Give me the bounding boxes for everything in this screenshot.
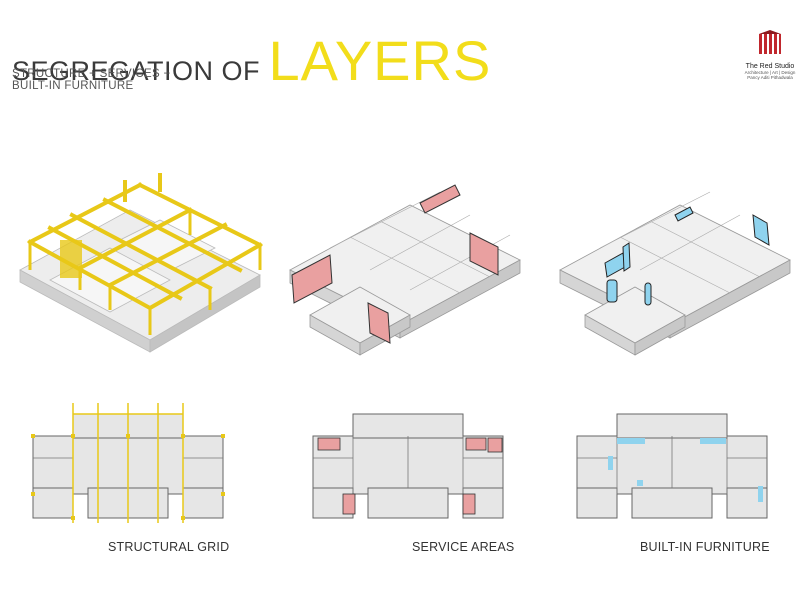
plan-furniture [576,413,768,519]
iso-structure-view [19,173,263,353]
caption-built-in-furniture: BUILT-IN FURNITURE [640,540,770,554]
iso-services-view [289,184,521,356]
title-prefix: SEGREGATION OF [12,56,261,86]
logo-name: The Red Studio [745,63,795,70]
subtitle: STRUCTURE + SERVICES + BUILT-IN FURNITUR… [12,68,170,92]
title-accent: LAYERS [268,29,492,92]
page-title: SEGREGATION OF LAYERS [12,28,491,93]
logo-person: Pancy Aditi Pithadwala [747,75,793,80]
subtitle-line-1: STRUCTURE + SERVICES + [12,68,171,80]
plan-services [312,413,504,519]
caption-service-areas: SERVICE AREAS [412,540,515,554]
studio-logo-icon [759,30,781,54]
plan-structure [31,403,225,523]
subtitle-line-2: BUILT-IN FURNITURE [12,80,134,92]
logo-tagline: Architecture | Art | Design [744,70,796,75]
studio-logo: The Red Studio Architecture | Art | Desi… [744,30,796,80]
iso-furniture-view [559,191,791,356]
caption-structural-grid: STRUCTURAL GRID [108,540,230,554]
